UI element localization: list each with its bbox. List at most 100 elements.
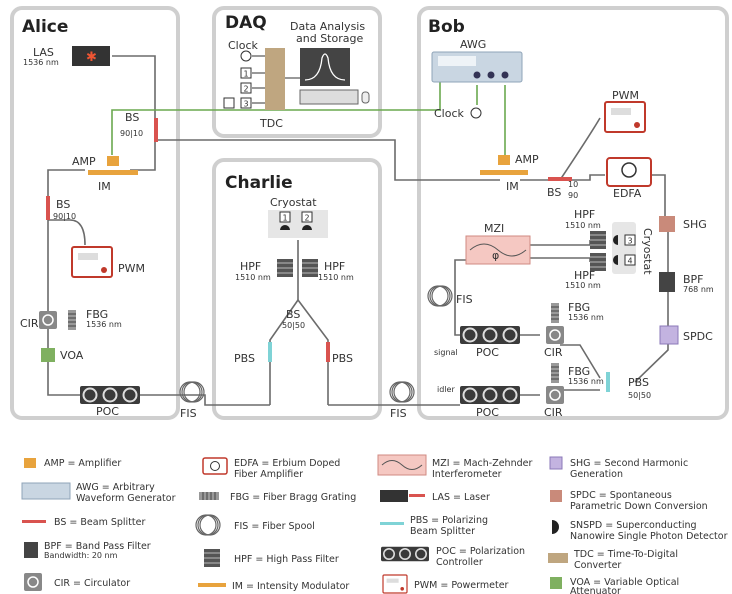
bob-det4-label: 4 — [628, 257, 633, 266]
legend-las: LAS = Laser — [432, 492, 490, 503]
legend-voa-2: Attenuator — [570, 586, 621, 594]
legend-hpf-icon — [204, 549, 220, 567]
bob-im-label: IM — [506, 180, 519, 193]
alice-fbg-wl: 1536 nm — [86, 320, 122, 329]
legend-fbg-icon — [199, 492, 219, 500]
legend-las-icon — [380, 490, 408, 502]
legend-voa-icon — [550, 577, 562, 589]
bob-clock-icon — [471, 108, 481, 118]
idler-label: idler — [437, 385, 455, 394]
alice-amp-icon — [107, 156, 119, 166]
bob-pbs-ratio: 50|50 — [628, 391, 651, 400]
bob-amp-icon — [498, 155, 510, 165]
legend-spdc-1: SPDC = Spontaneous — [570, 490, 672, 501]
legend-bpf-bw: Bandwidth: 20 nm — [44, 551, 118, 560]
legend-cir: CIR = Circulator — [54, 578, 130, 589]
charlie-hpf-wl-1: 1510 nm — [235, 273, 271, 282]
alice-voa-icon — [41, 348, 55, 362]
charlie-pbs-icon-2 — [326, 342, 330, 362]
legend-bs-icon — [22, 520, 46, 523]
keyboard-icon — [300, 90, 358, 104]
charlie-pbs-label-2: PBS — [332, 352, 353, 365]
legend-bpf-icon — [24, 542, 38, 558]
bob-title: Bob — [428, 17, 465, 37]
bob-im-icon — [480, 170, 528, 175]
daq-title: DAQ — [225, 13, 267, 33]
legend-shg-icon — [550, 457, 562, 469]
charlie-det1-label: 1 — [283, 214, 288, 223]
bob-poc-label-2: POC — [476, 406, 499, 419]
alice-bs-ratio: 90|10 — [120, 129, 143, 138]
legend-tdc-icon — [548, 553, 568, 563]
legend-pbs-icon — [380, 522, 404, 525]
alice-cir-label: CIR — [20, 317, 39, 330]
bob-hpf-icon-1 — [590, 231, 606, 249]
charlie-fis-icon — [390, 382, 414, 402]
bob-pwm-label: PWM — [612, 89, 639, 102]
legend-mzi-1: MZI = Mach-Zehnder — [432, 458, 532, 469]
bob-cir-icon-1 — [546, 326, 564, 344]
storage-label-2: and Storage — [296, 32, 363, 45]
bob-bs-ratio-bottom: 90 — [568, 191, 578, 200]
bob-fis-label: FIS — [456, 293, 473, 306]
legend: AMP = Amplifier AWG = Arbitrary Waveform… — [22, 455, 728, 594]
bob-cryostat-icon — [612, 222, 636, 274]
bob-fbg-icon-1 — [551, 303, 559, 323]
legend-amp-icon — [24, 458, 36, 468]
spdc-icon — [660, 326, 678, 344]
legend-snspd-icon — [552, 520, 559, 534]
charlie-cryostat-icon — [268, 210, 328, 238]
daq-channel-1-label: 1 — [244, 70, 249, 79]
legend-pbs-2: Beam Splitter — [410, 526, 475, 537]
bob-bs-label: BS — [547, 186, 561, 199]
fiber-paths — [48, 56, 668, 405]
bob-clock-label: Clock — [434, 107, 465, 120]
charlie-hpf-wl-2: 1510 nm — [318, 273, 354, 282]
tdc-label: TDC — [259, 117, 283, 130]
legend-awg-1: AWG = Arbitrary — [76, 482, 155, 493]
bob-fbg-wl-1: 1536 nm — [568, 313, 604, 322]
alice-im-label: IM — [98, 180, 111, 193]
legend-edfa-2: Fiber Amplifier — [234, 469, 303, 480]
daq-clock-label: Clock — [228, 39, 259, 52]
bob-hpf-label-1: HPF — [574, 208, 595, 221]
alice-box — [12, 8, 178, 418]
alice-bs2-ratio: 90|10 — [53, 212, 76, 221]
alice-pwm-label: PWM — [118, 262, 145, 275]
bpf-wl: 768 nm — [683, 285, 714, 294]
alice-fis-label: FIS — [180, 407, 197, 420]
alice-poc-label: POC — [96, 405, 119, 418]
legend-mzi-2: Interferometer — [432, 469, 502, 480]
legend-pwm-icon — [383, 575, 407, 593]
bob-pwm-icon — [605, 102, 645, 132]
legend-fbg: FBG = Fiber Bragg Grating — [230, 492, 356, 503]
laser-star: ✱ — [86, 50, 97, 65]
bob-cir-icon-2 — [546, 386, 564, 404]
alice-cir-icon — [39, 311, 57, 329]
bob-poc-icon-1 — [460, 326, 520, 344]
bob-amp-label: AMP — [515, 153, 539, 166]
bob-hpf-wl-2: 1510 nm — [565, 281, 601, 290]
alice-bs-label: BS — [125, 111, 139, 124]
bob-poc-icon-2 — [460, 386, 520, 404]
bob-fbg-icon-2 — [551, 363, 559, 383]
alice-fis-icon — [180, 382, 204, 402]
clock-icon — [241, 51, 251, 61]
tdc-box — [265, 48, 285, 110]
legend-im-icon — [198, 583, 226, 587]
charlie-hpf-label-2: HPF — [324, 260, 345, 273]
legend-snspd-2: Nanowire Single Photon Detector — [570, 531, 728, 542]
legend-pwm: PWM = Powermeter — [414, 580, 509, 591]
shg-icon — [659, 216, 675, 232]
daq-channel-2-label: 2 — [244, 85, 249, 94]
alice-poc-icon — [80, 386, 140, 404]
bob-det3-label: 3 — [628, 237, 633, 246]
bob-hpf-wl-1: 1510 nm — [565, 221, 601, 230]
alice-pwm-icon — [72, 247, 112, 277]
alice-im-icon — [88, 170, 138, 175]
legend-pbs-1: PBS = Polarizing — [410, 515, 488, 526]
alice-las-wl: 1536 nm — [23, 58, 59, 67]
charlie-hpf-icon-1 — [277, 259, 293, 277]
legend-poc-1: POC = Polarization — [436, 546, 525, 557]
legend-spdc-icon — [550, 490, 562, 502]
